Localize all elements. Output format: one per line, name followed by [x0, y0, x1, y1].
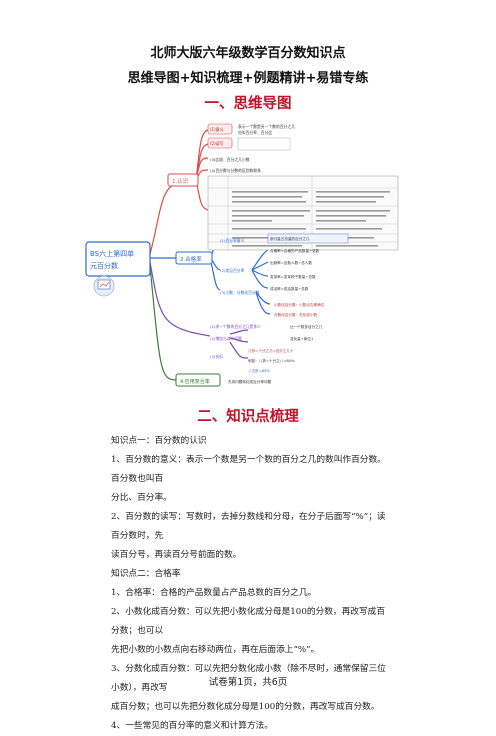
text-line: 先把小数的小数点向右移动两位，再在后面添上“%”。 — [111, 645, 320, 655]
svg-text:合格率=合格的产品数量÷总数: 合格率=合格的产品数量÷总数 — [270, 248, 320, 253]
svg-text:八五折=85%: 八五折=85% — [248, 368, 270, 373]
svg-text:(2)读写: (2)读写 — [210, 140, 224, 146]
svg-text:(1)求一个数的百分之几是多少: (1)求一个数的百分之几是多少 — [210, 324, 261, 329]
document-title: 北师大版六年级数学百分数知识点 — [150, 46, 346, 61]
svg-text:也叫百分率、百分比: 也叫百分率、百分比 — [238, 130, 272, 135]
svg-text:先将问题转化成百分率问题: 先将问题转化成百分率问题 — [228, 379, 272, 384]
text-line: 2、百分数的读写：写数时，去掉分数线和分母，在分子后面写“%”；读百分数时，先 — [111, 512, 386, 541]
text-line: 分比、百分率。 — [111, 493, 172, 503]
document-subtitle: 思维导图+知识梳理+例题精讲+易错专练 — [127, 71, 369, 86]
svg-text:(3)折扣: (3)折扣 — [210, 354, 223, 359]
central-node-line2: 元百分数 — [90, 261, 118, 270]
svg-text:(2)常见百分率: (2)常见百分率 — [220, 268, 245, 273]
page-footer: 试卷第1页，共6页 — [208, 677, 288, 688]
svg-text:成活率=成活数量÷总数: 成活率=成活数量÷总数 — [270, 286, 309, 291]
svg-text:例如：八折=十分之八=80%: 例如：八折=十分之八=80% — [248, 358, 295, 363]
svg-text:部分量占总量的百分之几: 部分量占总量的百分之几 — [270, 236, 310, 241]
text-line: 读百分号，再读百分号前面的数。 — [111, 550, 242, 560]
svg-text:(2)增加与减少问题: (2)增加与减少问题 — [210, 336, 242, 341]
svg-text:变化量÷单位1: 变化量÷单位1 — [290, 336, 313, 341]
svg-text:(3)比较、百分之几小数: (3)比较、百分之几小数 — [210, 157, 250, 162]
branch-4: 4.应用复合率 — [180, 378, 210, 385]
svg-text:(1)意义: (1)意义 — [210, 126, 224, 132]
svg-text:(4)百分数与分数的区别和联系: (4)百分数与分数的区别和联系 — [210, 168, 261, 173]
svg-text:比一个数多百分之几: 比一个数多百分之几 — [290, 324, 323, 329]
svg-text:发芽率=发芽种子数量÷总数: 发芽率=发芽种子数量÷总数 — [270, 274, 316, 279]
presentation-icon — [93, 275, 115, 297]
text-line: 2、小数化成百分数：可以先把小数化成分母是100的分数，再改写成百分数；也可以 — [111, 607, 386, 636]
svg-text:小数化百分数：小数点右移两位: 小数化百分数：小数点右移两位 — [274, 302, 325, 307]
central-node-line1: BS六上第四单 — [90, 249, 134, 258]
text-line: 知识点一：百分数的认识 — [111, 436, 207, 446]
section-heading-knowledge: 二、知识点梳理 — [197, 409, 299, 425]
mind-map: BS六上第四单 元百分数 1.认识 (1)意义 表示一个数是另一个数的百分之几 … — [80, 118, 416, 394]
text-line: 1、百分数的意义：表示一个数是另一个数的百分之几的数叫作百分数。百分数也叫百 — [111, 455, 386, 484]
svg-text:(1)百分率意义: (1)百分率意义 — [220, 238, 245, 243]
svg-text:(3)小数、分数化百分数: (3)小数、分数化百分数 — [220, 290, 260, 295]
svg-text:分数化百分数：先化成小数: 分数化百分数：先化成小数 — [274, 312, 318, 317]
svg-text:出勤率=出勤人数÷总人数: 出勤率=出勤人数÷总人数 — [270, 260, 312, 265]
section-heading-mindmap: 一、思维导图 — [204, 96, 292, 112]
branch-2: 2.合格率 — [180, 255, 202, 263]
text-line: 成百分数；也可以先把分数化成分母是100的分数，再改写成百分数。 — [111, 702, 380, 712]
text-line: 知识点二：合格率 — [111, 569, 181, 579]
svg-text:表示一个数是另一个数的百分之几: 表示一个数是另一个数的百分之几 — [238, 124, 295, 129]
text-line: 1、合格率：合格的产品数量占产品总数的百分之几。 — [111, 588, 317, 598]
text-line: 4、一些常见的百分率的意义和计算方法。 — [111, 721, 273, 731]
knowledge-text: 知识点一：百分数的认识 1、百分数的意义：表示一个数是另一个数的百分之几的数叫作… — [111, 432, 391, 736]
svg-text:几折=十分之几=百分之几十: 几折=十分之几=百分之几十 — [248, 348, 294, 353]
text-line: 3、分数化成百分数：可以先把分数化成小数（除不尽时，通常保留三位小数），再改写 — [111, 664, 386, 693]
branch-1: 1.认识 — [172, 177, 189, 185]
